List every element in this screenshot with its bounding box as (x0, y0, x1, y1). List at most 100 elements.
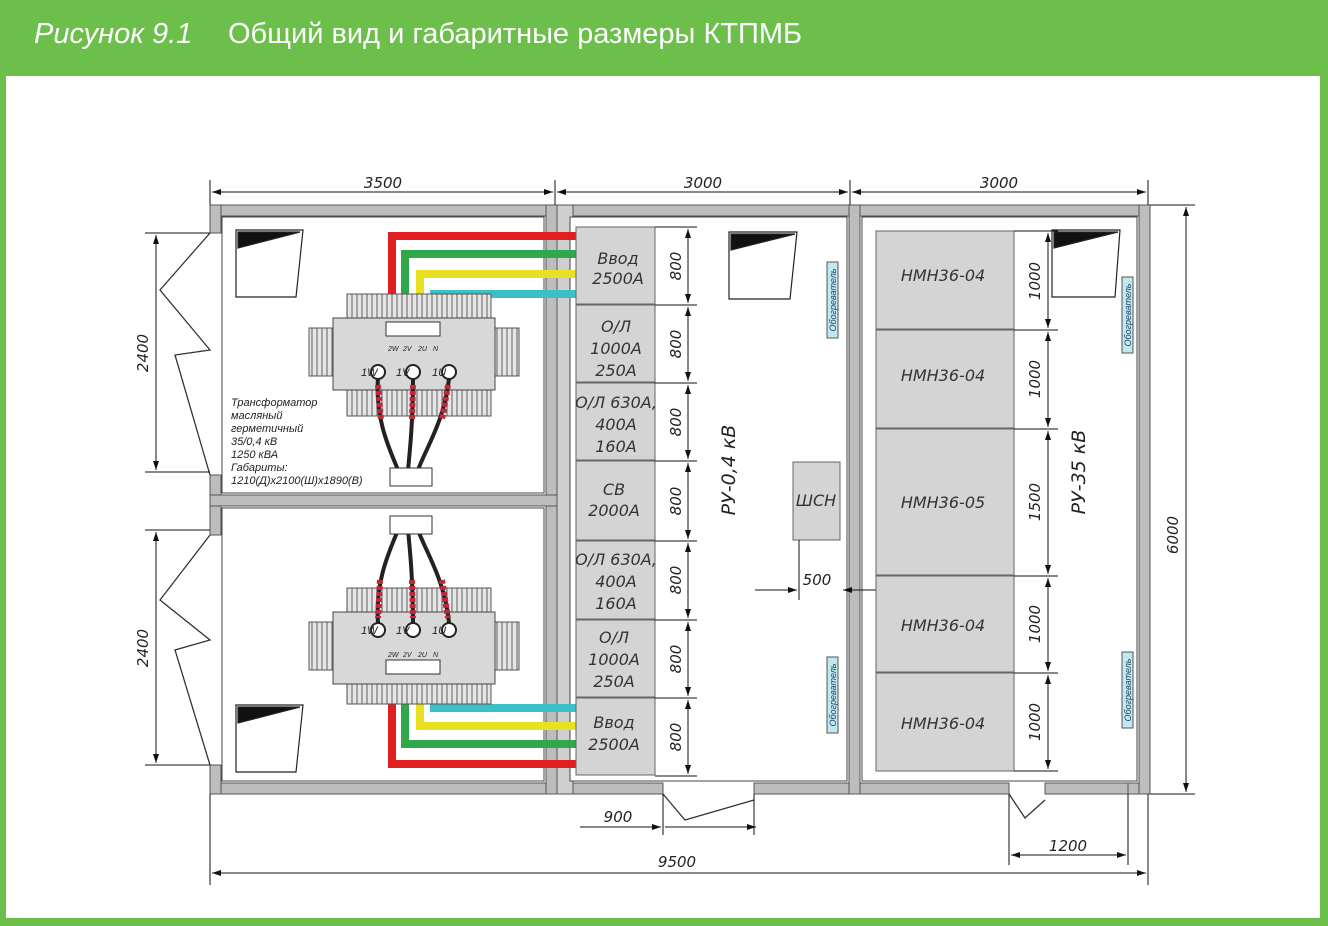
heater-3: Обогреватель (1121, 276, 1134, 354)
svg-text:250А: 250А (593, 672, 634, 691)
ru35-cabinet-3: НМН36-05 (875, 428, 1015, 576)
svg-text:1U: 1U (432, 625, 446, 637)
wall-left-1 (209, 204, 222, 234)
wall-top (209, 204, 1151, 217)
svg-text:2U: 2U (417, 652, 428, 659)
svg-text:1000А: 1000А (588, 650, 640, 669)
svg-text:N: N (433, 346, 439, 353)
svg-text:2500А: 2500А (588, 735, 640, 754)
svg-text:N: N (433, 652, 439, 659)
figure-header: Рисунок 9.1 Общий вид и габаритные разме… (0, 0, 1328, 76)
svg-text:1000: 1000 (1026, 703, 1044, 741)
wall-bottom-left (209, 782, 664, 795)
svg-text:1200: 1200 (1049, 837, 1087, 855)
ru35-cabinet-1: НМН36-04 (875, 230, 1015, 330)
ru04-cabinet-2: О/Л 1000А 250А (575, 304, 656, 383)
ru04-cabinet-1: Ввод 2500А (575, 226, 656, 305)
transformer-description: Трансформатор масляный герметичный 35/0,… (231, 397, 363, 487)
lv-terminal-labels-bottom: 2W 2V 2U N (387, 652, 439, 659)
svg-text:1000: 1000 (1026, 360, 1044, 398)
svg-text:НМН36-04: НМН36-04 (901, 616, 985, 635)
svg-text:2U: 2U (417, 346, 428, 353)
ru04-cabinet-dims (655, 226, 697, 777)
svg-text:2V: 2V (402, 346, 413, 353)
svg-text:3500: 3500 (364, 174, 402, 192)
svg-text:НМН36-04: НМН36-04 (901, 366, 985, 385)
svg-text:2W: 2W (387, 652, 400, 659)
svg-text:Габариты:: Габариты: (231, 462, 288, 474)
shsn-cabinet: ШСН (792, 461, 841, 541)
svg-text:Обогреватель: Обогреватель (1123, 658, 1133, 721)
transformer-top: 2W 2V 2U N 1W 1V 1U (308, 293, 520, 487)
wall-bottom-mid (753, 782, 1010, 795)
layout-drawing: Обогреватель Обогреватель Обогреватель О… (134, 174, 1195, 885)
ru35-cabinet-4: НМН36-04 (875, 575, 1015, 673)
svg-text:НМН36-05: НМН36-05 (901, 493, 985, 512)
svg-text:900: 900 (604, 808, 633, 826)
ru35-cabinet-dim-labels: 1000 1000 1500 1000 1000 (1026, 262, 1044, 741)
svg-text:3000: 3000 (684, 174, 722, 192)
ru04-label: РУ-0,4 кВ (718, 425, 740, 516)
svg-text:1V: 1V (396, 367, 411, 379)
gap-500-label: 500 (803, 571, 832, 589)
ru04-cabinet-3: О/Л 630А, 400А 160А (575, 382, 657, 461)
svg-text:1V: 1V (396, 625, 411, 637)
transformer-bottom: 2W 2V 2U N 1W 1V 1U (308, 515, 520, 705)
svg-text:2400: 2400 (134, 629, 152, 667)
svg-text:1W: 1W (361, 625, 379, 637)
svg-text:9500: 9500 (658, 853, 696, 871)
svg-text:О/Л: О/Л (601, 317, 631, 336)
svg-text:О/Л: О/Л (599, 628, 629, 647)
svg-text:800: 800 (667, 723, 685, 752)
svg-text:2V: 2V (402, 652, 413, 659)
svg-text:НМН36-04: НМН36-04 (901, 714, 985, 733)
ru04-cabinet-dim-labels: 800 800 800 800 800 800 800 (667, 252, 685, 752)
svg-text:Ввод: Ввод (597, 249, 638, 268)
svg-text:Ввод: Ввод (593, 713, 634, 732)
ru04-cabinet-4: СВ 2000А (575, 460, 656, 541)
ru35-label: РУ-35 кВ (1068, 430, 1090, 515)
figure-label: Рисунок 9.1 (34, 18, 193, 50)
svg-text:800: 800 (667, 330, 685, 359)
wall-right (1138, 204, 1151, 795)
overall-dimension-labels: 3500 3000 3000 2400 2400 6000 9500 900 1… (134, 174, 1182, 871)
svg-text:1000: 1000 (1026, 262, 1044, 300)
heater-4: Обогреватель (1121, 651, 1134, 729)
svg-text:800: 800 (667, 252, 685, 281)
building-walls (209, 204, 1151, 795)
ru35-cabinet-2: НМН36-04 (875, 329, 1015, 429)
heater-1: Обогреватель (826, 261, 839, 339)
svg-text:О/Л 630А,: О/Л 630А, (575, 393, 657, 412)
heaters: Обогреватель Обогреватель Обогреватель О… (826, 261, 1134, 734)
ru35-cabinets: НМН36-04 НМН36-04 НМН36-05 НМН36-04 НМН3… (875, 230, 1015, 772)
door-swings (159, 232, 1046, 821)
svg-text:1000: 1000 (1026, 605, 1044, 643)
svg-text:160А: 160А (595, 437, 636, 456)
wall-transformer-divider (209, 494, 558, 507)
svg-text:1210(Д)х2100(Ш)х1890(В): 1210(Д)х2100(Ш)х1890(В) (231, 475, 363, 487)
drawing-panel: Обогреватель Обогреватель Обогреватель О… (6, 76, 1320, 918)
svg-text:3000: 3000 (980, 174, 1018, 192)
heater-2: Обогреватель (826, 656, 839, 734)
svg-text:герметичный: герметичный (231, 423, 303, 435)
ru04-cabinet-6: О/Л 1000А 250А (575, 619, 656, 698)
svg-text:2500А: 2500А (592, 269, 644, 288)
ru04-cabinets: Ввод 2500А О/Л 1000А 250А О/Л 630А, 400А… (575, 226, 657, 776)
lv-terminal-labels: 2W 2V 2U N (387, 346, 439, 353)
ventilation-grilles (235, 229, 1121, 773)
ru35-cabinet-dims (1014, 230, 1058, 772)
svg-text:1250 кВА: 1250 кВА (231, 449, 278, 461)
svg-text:1000А: 1000А (590, 339, 642, 358)
wall-partition-2 (848, 204, 861, 795)
svg-text:800: 800 (667, 487, 685, 516)
figure-title: Общий вид и габаритные размеры КТПМБ (228, 18, 803, 50)
svg-text:160А: 160А (595, 594, 636, 613)
svg-text:Трансформатор: Трансформатор (231, 397, 318, 409)
svg-text:2W: 2W (387, 346, 400, 353)
svg-text:О/Л 630А,: О/Л 630А, (575, 550, 657, 569)
svg-text:400А: 400А (595, 415, 636, 434)
svg-text:2000А: 2000А (588, 501, 640, 520)
ru04-cabinet-5: О/Л 630А, 400А 160А (575, 540, 657, 620)
svg-text:Обогреватель: Обогреватель (828, 268, 838, 331)
overall-dimension-lines (145, 180, 1195, 885)
